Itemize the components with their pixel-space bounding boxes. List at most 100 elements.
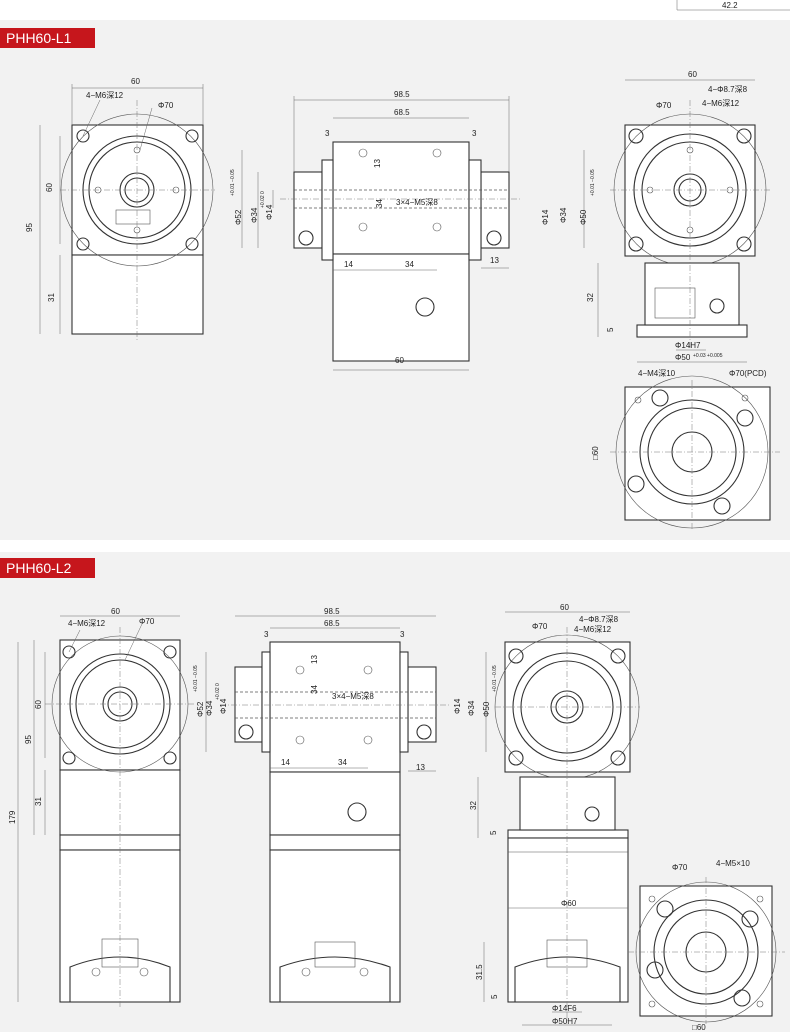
right-pcd-label: Φ70 [532,622,548,631]
side-3l-label: 3 [264,630,269,639]
front-h1-label: 60 [34,700,43,709]
side-phi14l-tol: +0.02 0 [260,191,266,208]
side-tap-1 [358,148,368,158]
right-32-label: 32 [586,293,595,302]
side-w2-label: 68.5 [324,619,340,628]
front-w-label: 60 [131,77,140,86]
right-315-label: 31.5 [475,964,484,980]
bottom-tap-2 [756,895,764,903]
side-clamp-bolt-right [486,230,502,246]
side-collar-left [261,651,271,753]
side-clamp-bolt-right [416,724,432,740]
bottom-tap-4 [756,1000,764,1008]
right-5-label: 5 [489,830,498,835]
right-hole-bl [628,236,644,252]
side-motor-screw-2 [359,967,369,977]
right-coupling [654,287,696,319]
side-motor-screw-1 [301,967,311,977]
side-tap-3 [358,222,368,232]
right-spigotsq-label: □60 [692,1023,706,1032]
top-strip: 42.2 [0,0,790,20]
front-h2-label: 95 [25,223,34,232]
front-holes-label: 4−M6深12 [86,91,124,100]
right-bore-label: Φ50H7 [552,1017,578,1026]
right-shaft-label: Φ14F6 [552,1004,577,1013]
front-view: 60 60 95 31 179 4−M6深12 Φ70 [8,607,195,1007]
front-htotal-label: 179 [8,810,17,824]
side-phi52-label: Φ52 [196,701,205,717]
side-phi14r-label: Φ14 [453,698,462,714]
side-tap-3 [295,735,305,745]
front-leader-pcd [124,623,143,661]
front-hole-tl [76,129,90,143]
bottom-view: 4−M5×10 Φ70 [628,859,785,1024]
side-taps-label: 3×4−M5深8 [332,692,374,701]
side-clamp-bolt-left [298,230,314,246]
side-phi14l-label: Φ14 [265,204,274,220]
side-phi14l-label: Φ14 [219,698,228,714]
bottom-holes-label: 4−M4深10 [638,369,676,378]
side-34-label: 34 [338,758,347,767]
side-tap-2 [432,148,442,158]
side-taps-label: 3×4−M5深8 [396,198,438,207]
side-phi34r-label: Φ34 [559,207,568,223]
side-collar-left [321,159,334,261]
side-phi34l-label: Φ34 [250,207,259,223]
right-hole-br [610,750,626,766]
right-holes2-label: 4−M6深12 [702,99,740,108]
side-motor-mount [279,956,391,1002]
bottom-tap-2 [741,394,749,402]
front-body-1 [59,769,181,836]
side-view: 98.5 68.5 3 3 13 34 3×4−M5深8 14 34 13 Φ5… [193,607,498,1003]
side-tap-2 [363,665,373,675]
right-holes1-label: 4−Φ8.7深8 [579,615,619,624]
side-phi34l-label: Φ34 [205,700,214,716]
bottom-sq-label: □60 [591,446,600,460]
side-3l-label: 3 [325,129,330,138]
side-w1-label: 98.5 [324,607,340,616]
side-housing [269,641,401,773]
bottom-bolt-2 [736,409,754,427]
front-h3-label: 31 [47,293,56,302]
right-motor-mount [514,956,621,1002]
right-spigot-label: Φ50 [675,353,691,362]
front-pcd-label: Φ70 [139,617,155,626]
front-leader-holes [82,99,101,137]
right-hole-tl [508,648,524,664]
side-13b-label: 13 [416,763,425,772]
side-phi52-tol: +0.01 −0.05 [230,169,236,196]
side-tap-1 [295,665,305,675]
side-13b-label: 13 [490,256,499,265]
drawing-l2: 60 60 95 31 179 4−M6深12 Φ70 [8,603,785,1032]
side-3r-label: 3 [472,129,477,138]
right-hole-bl [508,750,524,766]
side-lower [269,771,401,836]
right-32-label: 32 [469,801,478,810]
front-body [71,254,204,335]
front-motor-screw-1 [91,967,101,977]
front-leader-holes [68,629,81,653]
side-34v-label: 34 [310,685,319,694]
right-base-plate [507,829,629,839]
side-phi14r-label: Φ14 [541,209,550,225]
front-key-slot [115,209,151,225]
side-60-label: 60 [395,356,404,365]
bottom-bolt-4 [646,961,664,979]
right-pcd-label: Φ70 [656,101,672,110]
right-w-label: 60 [560,603,569,612]
front-hole-br [185,237,199,251]
right-motor [507,837,629,1003]
right-base-plate [636,324,748,338]
front-hole-tr [163,645,177,659]
side-view: 98.5 68.5 3 3 13 34 3×4−M5深8 14 34 13 60… [230,90,596,371]
right-hole-tr [736,128,752,144]
right-clamp-bolt [709,298,725,314]
bottom-bolt-1 [656,900,674,918]
side-phi50-tol: +0.01 −0.05 [590,169,596,196]
bottom-bolt-3 [733,989,751,1007]
bottom-view: 4−M4深10 Φ70(PCD) □60 [591,369,780,530]
top-strip-drawing: 42.2 [676,0,790,11]
right-motor-block [519,776,616,831]
front-leader-pcd [139,107,153,151]
side-phi50-label: Φ50 [579,209,588,225]
